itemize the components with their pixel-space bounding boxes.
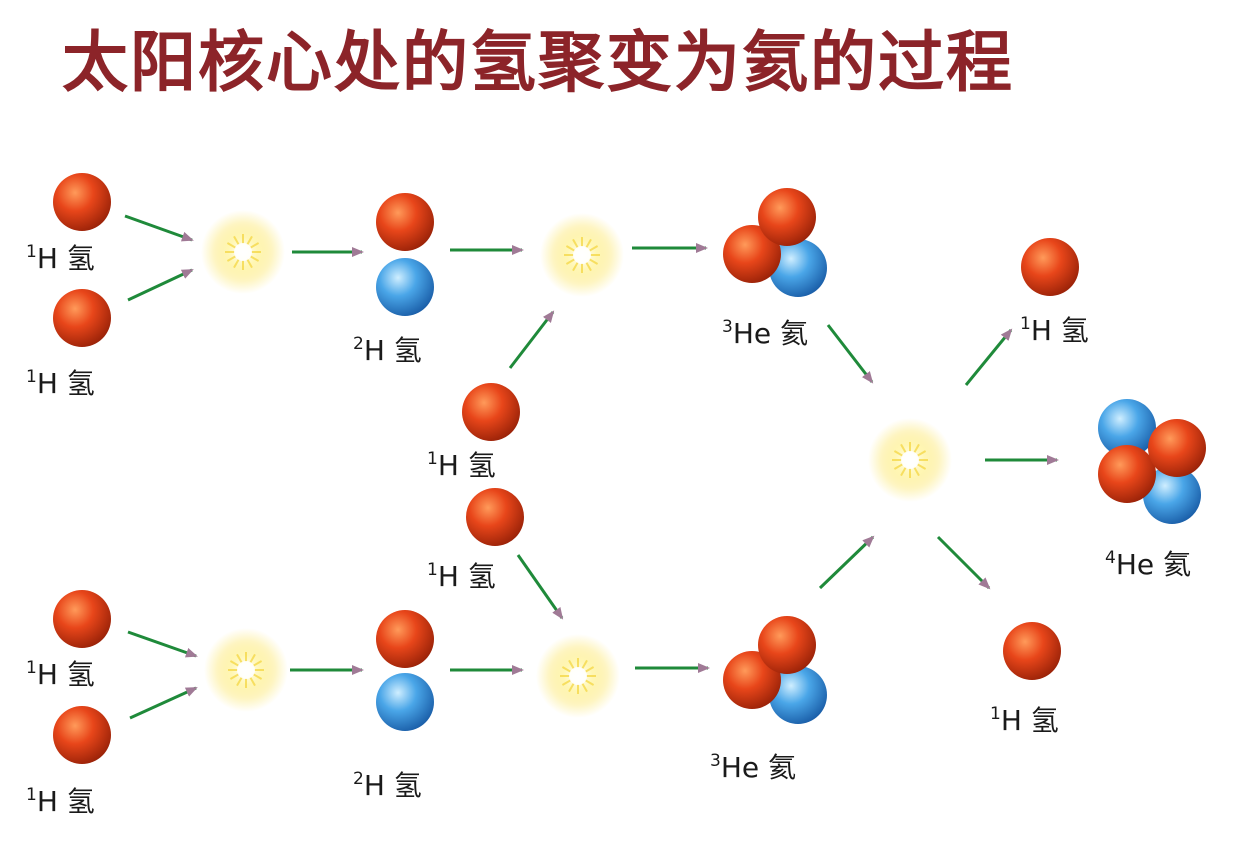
diagram-title: 太阳核心处的氢聚变为氦的过程	[62, 24, 1014, 101]
label-text: H 氢	[37, 785, 95, 818]
reaction-arrow	[129, 686, 198, 720]
proton-particle	[723, 225, 781, 283]
particle-label-he3: 3He 氦	[722, 317, 808, 350]
label-text: He 氦	[733, 317, 808, 350]
proton-particle	[1148, 419, 1206, 477]
neutron-particle	[1098, 399, 1156, 457]
label-superscript: 1	[427, 449, 438, 469]
reaction-arrow	[826, 324, 874, 384]
arrows-layer	[124, 214, 1059, 720]
proton-particle	[376, 193, 434, 251]
proton-particle	[53, 173, 111, 231]
label-superscript: 3	[710, 751, 721, 771]
reaction-arrow	[124, 214, 194, 242]
particle-label-h1: 1H 氢	[427, 560, 496, 593]
label-text: H 氢	[1001, 704, 1059, 737]
label-superscript: 1	[1020, 314, 1031, 334]
particle-label-h1: 1H 氢	[26, 658, 95, 691]
label-superscript: 1	[26, 367, 37, 387]
label-text: H 氢	[1031, 314, 1089, 347]
reaction-arrow	[516, 554, 564, 620]
particle-label-h1: 1H 氢	[427, 449, 496, 482]
proton-particle	[376, 610, 434, 668]
proton-particle	[466, 488, 524, 546]
particles-layer	[53, 173, 1206, 764]
label-superscript: 1	[26, 242, 37, 262]
label-text: H 氢	[37, 367, 95, 400]
proton-particle	[53, 706, 111, 764]
label-text: H 氢	[364, 769, 422, 802]
reaction-arrow	[818, 535, 875, 590]
proton-particle	[1098, 445, 1156, 503]
label-superscript: 1	[26, 785, 37, 805]
particle-label-he3: 3He 氦	[710, 751, 796, 784]
label-text: He 氦	[721, 751, 796, 784]
reaction-arrow	[936, 535, 991, 590]
fusion-flash	[201, 210, 285, 294]
particle-label-h2: 2H 氢	[353, 334, 422, 367]
neutron-particle	[376, 673, 434, 731]
label-text: H 氢	[37, 242, 95, 275]
fusion-flash	[536, 634, 620, 718]
fusion-flash	[868, 418, 952, 502]
neutron-particle	[1143, 466, 1201, 524]
particle-label-h1: 1H 氢	[26, 242, 95, 275]
proton-particle	[758, 188, 816, 246]
particle-label-h1: 1H 氢	[1020, 314, 1089, 347]
flashes-layer	[201, 210, 952, 718]
neutron-particle	[376, 258, 434, 316]
label-superscript: 2	[353, 769, 364, 789]
label-superscript: 4	[1105, 548, 1116, 568]
particle-label-h1: 1H 氢	[990, 704, 1059, 737]
proton-particle	[53, 590, 111, 648]
particle-label-he4: 4He 氦	[1105, 548, 1191, 581]
proton-particle	[53, 289, 111, 347]
reaction-arrow	[964, 328, 1013, 386]
label-text: H 氢	[438, 449, 496, 482]
label-text: He 氦	[1116, 548, 1191, 581]
reaction-arrow	[127, 268, 194, 302]
fusion-flash	[540, 213, 624, 297]
label-text: H 氢	[438, 560, 496, 593]
label-superscript: 3	[722, 317, 733, 337]
reaction-arrow	[127, 630, 198, 658]
label-superscript: 2	[353, 334, 364, 354]
particle-label-h1: 1H 氢	[26, 367, 95, 400]
label-text: H 氢	[364, 334, 422, 367]
label-superscript: 1	[26, 658, 37, 678]
neutron-particle	[769, 239, 827, 297]
label-superscript: 1	[990, 704, 1001, 724]
label-superscript: 1	[427, 560, 438, 580]
fusion-flash	[204, 628, 288, 712]
reaction-arrow	[508, 310, 555, 369]
label-text: H 氢	[37, 658, 95, 691]
neutron-particle	[769, 666, 827, 724]
proton-particle	[1003, 622, 1061, 680]
proton-particle	[1021, 238, 1079, 296]
particle-label-h1: 1H 氢	[26, 785, 95, 818]
proton-particle	[758, 616, 816, 674]
proton-particle	[462, 383, 520, 441]
particle-label-h2: 2H 氢	[353, 769, 422, 802]
